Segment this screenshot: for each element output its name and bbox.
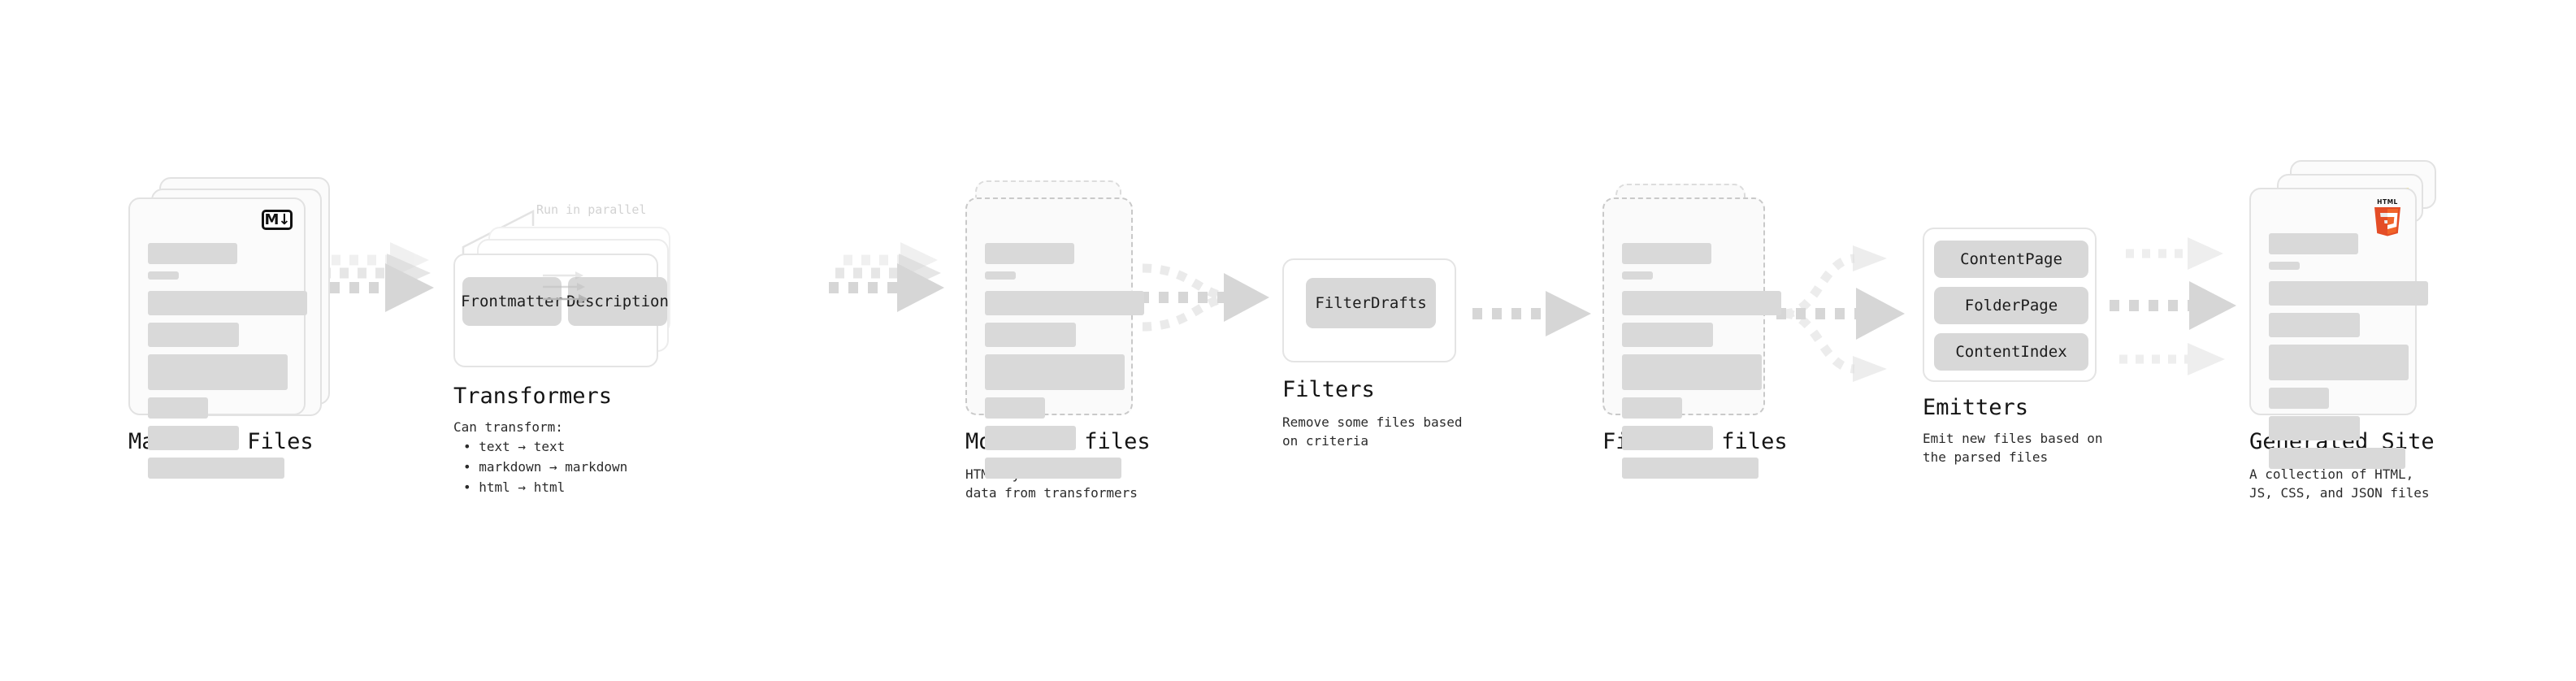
emitters-subtitle: Emit new files based on the parsed files [1923, 431, 2103, 466]
chip-filterdrafts[interactable]: FilterDrafts [1306, 278, 1436, 328]
chip-description[interactable]: Description [566, 277, 669, 326]
markdown-skeleton [148, 243, 307, 486]
filtered-card-front[interactable] [1602, 197, 1781, 479]
chip-folderpage[interactable]: FolderPage [1934, 287, 2088, 324]
svg-text:HTML: HTML [2377, 198, 2398, 206]
skeleton-line [2269, 345, 2409, 380]
transformer-bullet-1: • markdown → markdown [463, 458, 628, 475]
skeleton-line [985, 354, 1125, 390]
arrow-markdown-to-transformers [310, 242, 434, 312]
transformers-title: Transformers [453, 384, 613, 409]
site-skeleton [2269, 233, 2428, 476]
arrow-filters-to-filtered [1472, 291, 1591, 336]
skeleton-line [1622, 291, 1781, 315]
chip-contentpage-label: ContentPage [1960, 250, 2062, 268]
skeleton-line [1622, 354, 1762, 390]
arrow-transformers-to-modified [829, 242, 944, 312]
transformers-subtitle: Can transform: [453, 419, 563, 435]
skeleton-line [2269, 448, 2405, 469]
skeleton-line [148, 426, 239, 450]
arrow-modified-to-filters [1139, 263, 1269, 332]
markdown-card-front[interactable]: M↓ [128, 197, 307, 479]
filters-title: Filters [1282, 377, 1375, 402]
skeleton-line [2269, 233, 2358, 254]
chip-frontmatter[interactable]: Frontmatter [461, 277, 563, 326]
skeleton-line [2269, 281, 2428, 306]
markdown-icon-label: M↓ [264, 210, 291, 228]
skeleton-line [2269, 416, 2360, 440]
skeleton-line [2269, 388, 2329, 409]
skeleton-line [985, 397, 1045, 419]
transformers-group-front[interactable]: Frontmatter Description [453, 254, 669, 367]
transformer-bullet-0: • text → text [463, 439, 566, 454]
arrow-filtered-to-emitters [1776, 245, 1905, 382]
skeleton-line [1622, 397, 1682, 419]
skeleton-line [985, 426, 1076, 450]
chip-contentindex-label: ContentIndex [1955, 343, 2067, 361]
skeleton-line [2269, 262, 2300, 270]
emitters-title: Emitters [1923, 395, 2029, 420]
emitters-group[interactable]: ContentPage FolderPage ContentIndex [1923, 228, 2097, 382]
arrow-emitters-to-site [2110, 237, 2236, 375]
arrow-frontmatter-to-description [543, 271, 588, 304]
skeleton-line [148, 291, 307, 315]
modified-skeleton [985, 243, 1144, 486]
chip-description-label: Description [566, 293, 669, 310]
filtered-skeleton [1622, 243, 1781, 486]
skeleton-line [148, 458, 284, 479]
filters-group[interactable]: FilterDrafts [1282, 258, 1456, 362]
filters-subtitle: Remove some files based on criteria [1282, 414, 1463, 449]
transformers-bullets: • text → text • markdown → markdown • ht… [463, 437, 627, 497]
skeleton-line [985, 271, 1016, 280]
markdown-icon: M↓ [262, 210, 293, 230]
chip-contentpage[interactable]: ContentPage [1934, 241, 2088, 278]
html5-icon: HTML [2374, 198, 2400, 236]
chip-frontmatter-label: Frontmatter [461, 293, 563, 310]
skeleton-line [1622, 458, 1759, 479]
skeleton-line [148, 397, 208, 419]
modified-card-front[interactable] [965, 197, 1144, 479]
run-in-parallel-label: Run in parallel [536, 202, 647, 217]
chip-contentindex[interactable]: ContentIndex [1934, 333, 2088, 371]
skeleton-line [1622, 271, 1653, 280]
transformer-bullet-2: • html → html [463, 479, 566, 495]
skeleton-line [985, 243, 1074, 264]
site-card-front[interactable]: HTML [2249, 188, 2428, 469]
skeleton-line [148, 354, 288, 390]
skeleton-line [148, 271, 179, 280]
chip-folderpage-label: FolderPage [1964, 297, 2058, 314]
skeleton-line [2269, 313, 2360, 337]
generated-site-subtitle: A collection of HTML, JS, CSS, and JSON … [2249, 466, 2430, 501]
skeleton-line [1622, 243, 1711, 264]
skeleton-line [985, 458, 1121, 479]
skeleton-line [148, 243, 237, 264]
skeleton-line [1622, 426, 1713, 450]
skeleton-line [148, 323, 239, 347]
skeleton-line [1622, 323, 1713, 347]
chip-filterdrafts-label: FilterDrafts [1315, 294, 1427, 312]
skeleton-line [985, 291, 1144, 315]
skeleton-line [985, 323, 1076, 347]
